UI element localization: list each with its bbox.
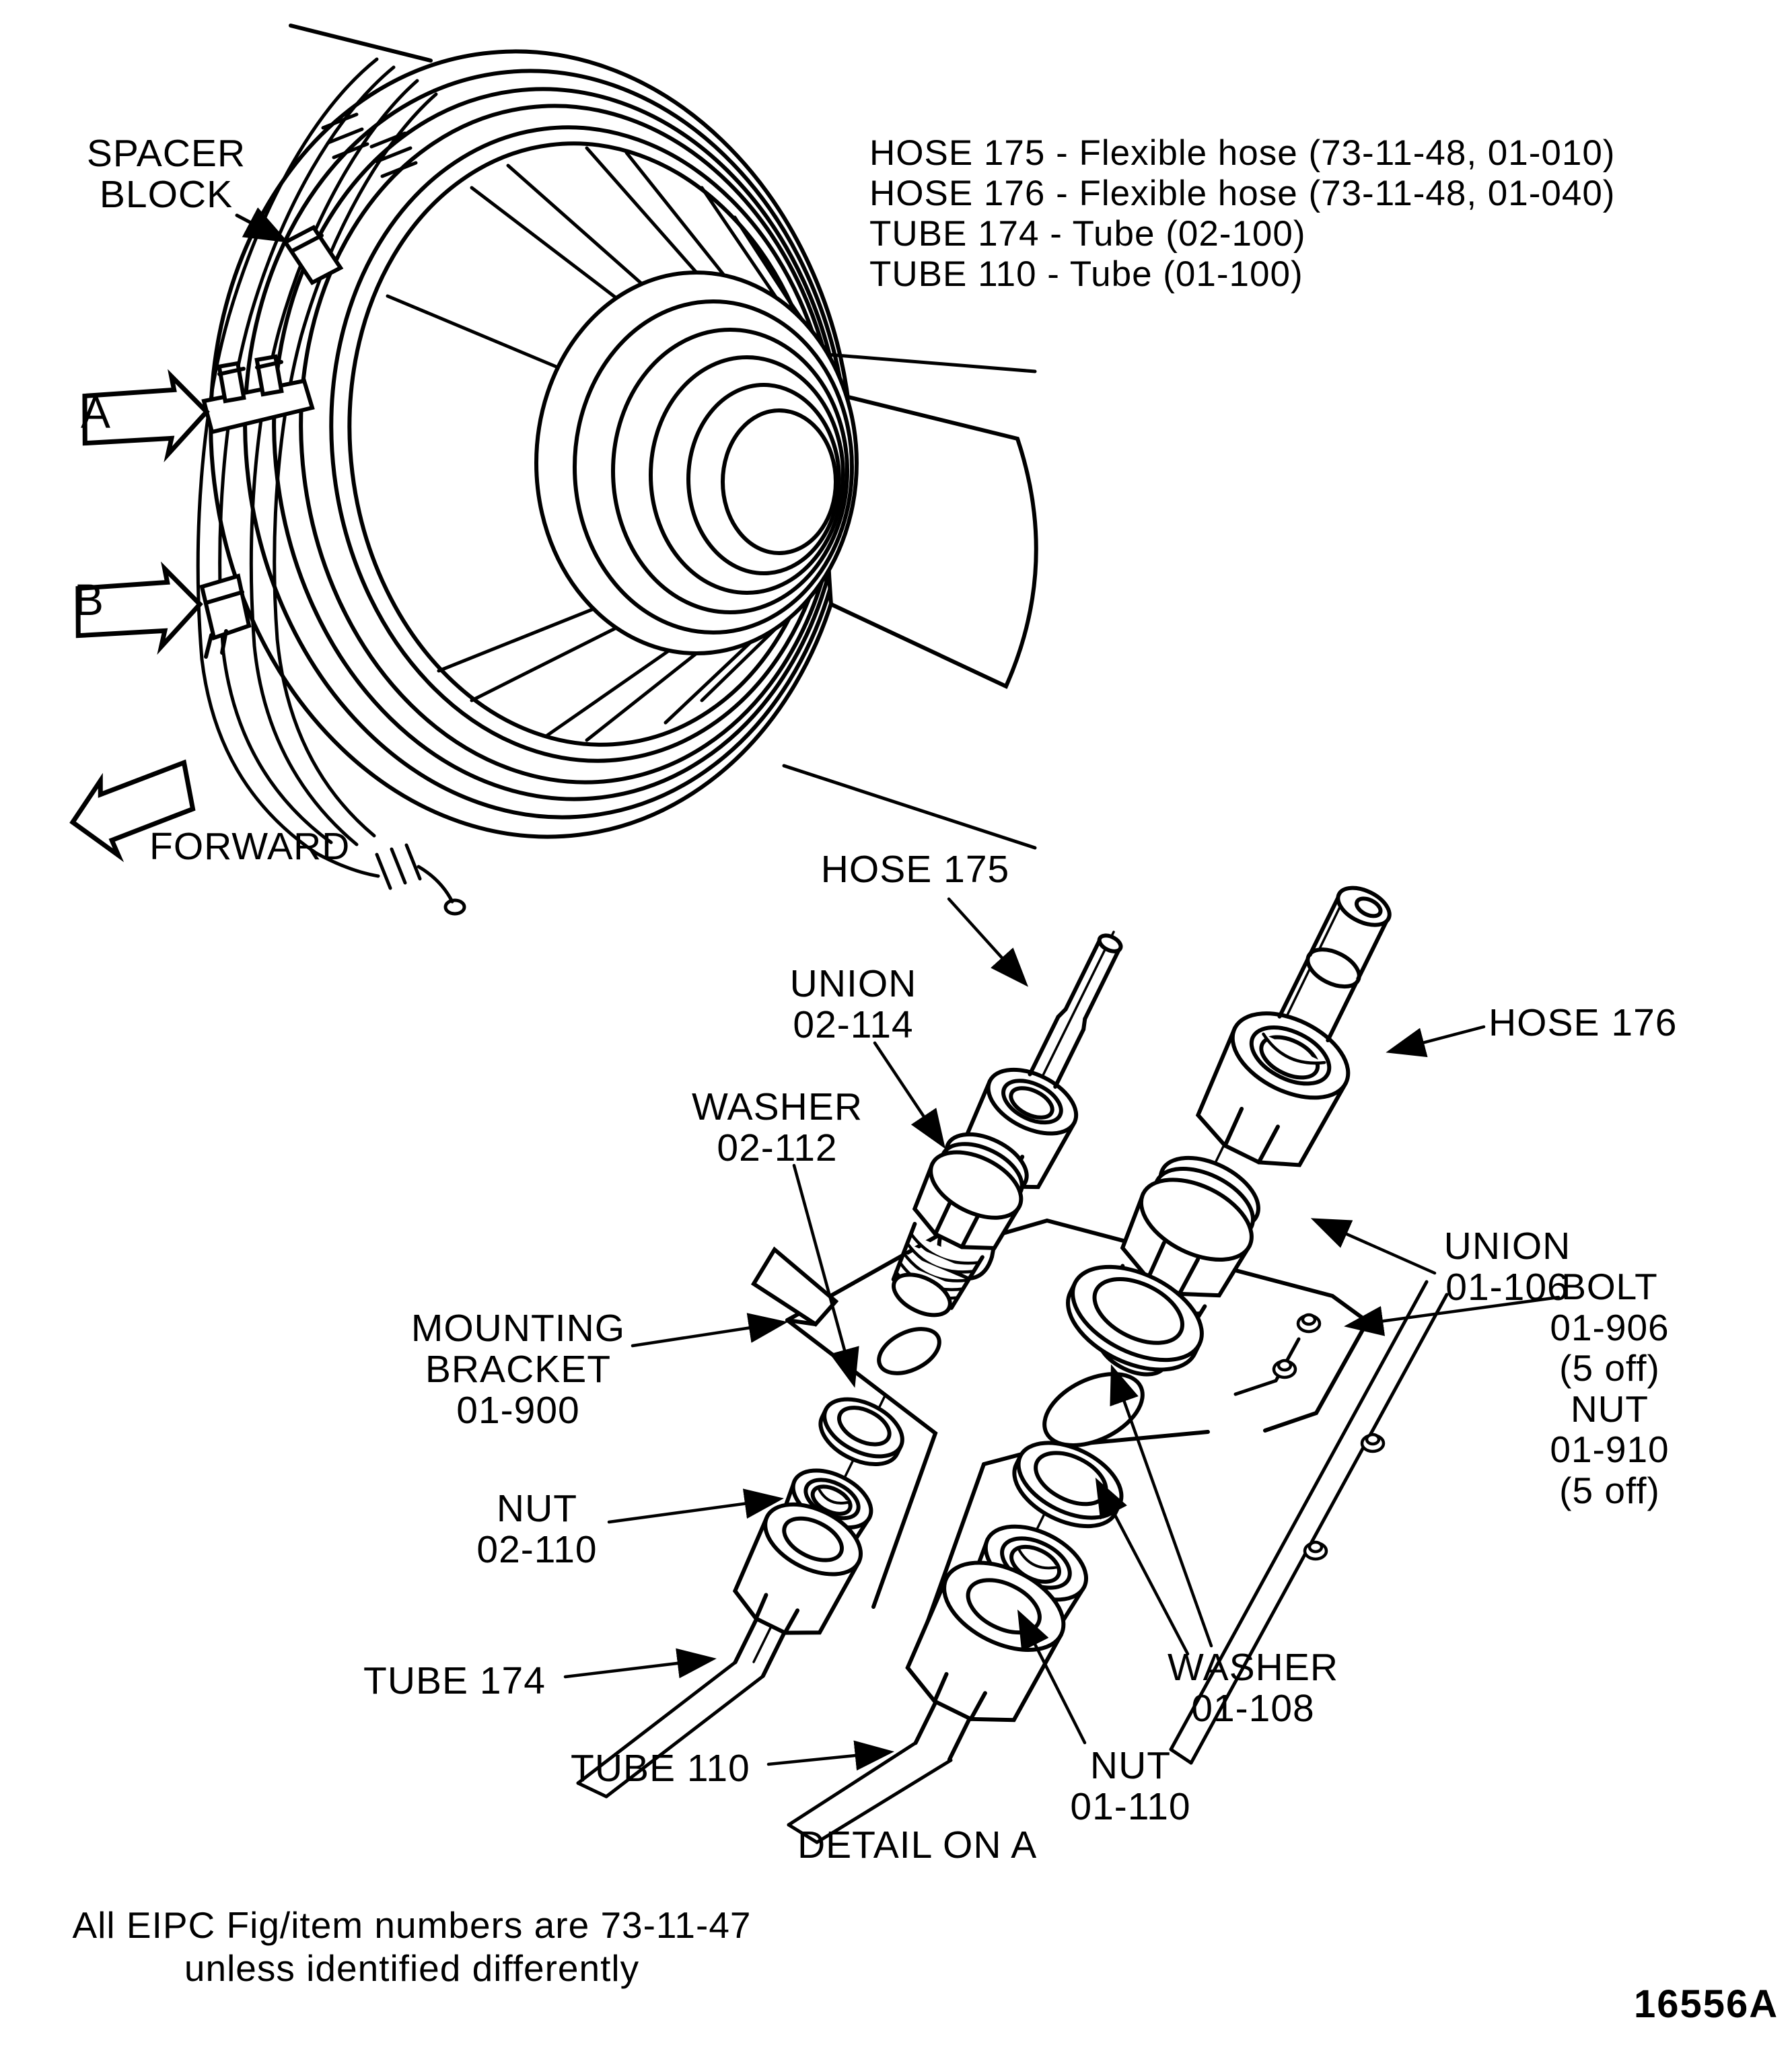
fitting-b	[199, 573, 252, 659]
tube-174-tail	[576, 1661, 765, 1799]
forward-label: FORWARD	[149, 825, 351, 868]
side-rail	[1169, 1280, 1449, 1765]
view-a-label: A	[81, 388, 112, 437]
spacer-block-part	[282, 225, 344, 285]
tube-end-fittings-top	[321, 112, 418, 178]
shaft	[825, 391, 1038, 690]
washer-02-112-part	[818, 1397, 904, 1466]
union-02-114-part	[891, 1132, 1029, 1317]
detail-caption: DETAIL ON A	[797, 1823, 1038, 1867]
washer-01-108a-part	[1066, 1264, 1204, 1372]
tube-110-part	[905, 1560, 1066, 1762]
legend-item-hose-175: HOSE 175 - Flexible hose (73-11-48, 01-0…	[869, 133, 1616, 173]
detail-view	[563, 885, 1561, 1844]
nut-01-110-label: NUT 01-110	[1070, 1744, 1191, 1828]
washer-02-112-label: WASHER 02-112	[691, 1085, 863, 1169]
spacer-block-leader	[235, 207, 289, 243]
tube-110-label: TUBE 110	[571, 1747, 750, 1790]
hose-176-part	[1195, 885, 1392, 1167]
nut-02-110-label: NUT 02-110	[476, 1487, 598, 1571]
figure-number: 16556A	[1634, 1982, 1779, 2026]
tube-bundle	[196, 57, 438, 855]
engine-front-view	[69, 24, 1038, 916]
elbow-fitting	[314, 843, 466, 916]
hose-175-label: HOSE 175	[820, 848, 1010, 891]
washer-01-108-label: WASHER 01-108	[1167, 1646, 1339, 1730]
legend-item-hose-176: HOSE 176 - Flexible hose (73-11-48, 01-0…	[869, 174, 1616, 213]
leader-lines	[563, 897, 1561, 1771]
bolt-bosses	[1272, 1313, 1386, 1561]
hub-spinner	[534, 270, 859, 655]
hose-176-label: HOSE 176	[1489, 1001, 1678, 1044]
union-02-114-label: UNION 02-114	[789, 962, 917, 1046]
tube-174-part	[732, 1502, 863, 1678]
tube-174-label: TUBE 174	[363, 1659, 546, 1702]
legend-item-tube-110: TUBE 110 - Tube (01-100)	[869, 254, 1303, 294]
eipc-note: All EIPC Fig/item numbers are 73-11-47 u…	[72, 1904, 752, 1989]
spacer-block-label: SPACER BLOCK	[86, 132, 246, 216]
view-b-label: B	[74, 575, 105, 624]
view-arrow-a-icon	[82, 369, 210, 463]
forward-arrow-icon	[69, 759, 196, 863]
legend-item-tube-174: TUBE 174 - Tube (02-100)	[869, 214, 1306, 254]
fitting-a	[201, 354, 315, 435]
union-01-106-label: UNION 01-106	[1443, 1225, 1571, 1309]
mounting-bracket-label: MOUNTING BRACKET 01-900	[410, 1307, 626, 1432]
view-arrow-b-icon	[75, 561, 203, 655]
tube-110-tail	[787, 1741, 953, 1844]
bolt-nut-label: BOLT 01-906 (5 off) NUT 01-910 (5 off)	[1550, 1266, 1670, 1511]
